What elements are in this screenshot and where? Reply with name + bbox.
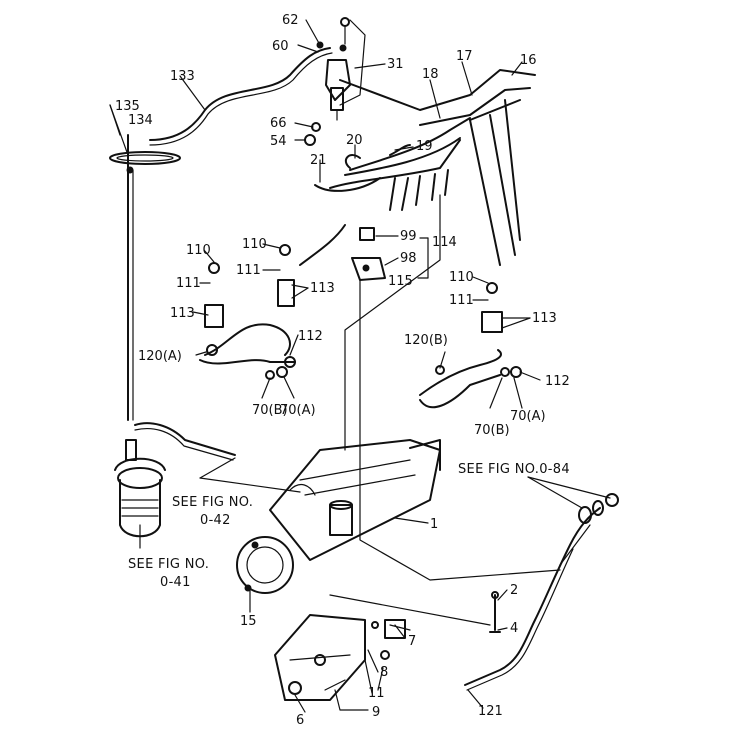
callout-121: 121 [478, 704, 503, 719]
callout-112-left: 112 [298, 329, 323, 344]
callout-70a-right: 70(A) [510, 409, 546, 424]
callout-2: 2 [510, 583, 518, 598]
fuel-return-pipe-133 [149, 47, 331, 141]
fuel-filter [114, 439, 166, 538]
callout-114: 114 [432, 235, 457, 250]
pump-bracket [274, 614, 406, 701]
callout-99: 99 [400, 229, 417, 244]
callout-20: 20 [346, 133, 363, 148]
callout-120b: 120(B) [404, 333, 448, 348]
callout-133: 133 [170, 69, 195, 84]
see-fig-0-42-line1: SEE FIG NO. [172, 495, 253, 510]
callout-98: 98 [400, 251, 417, 266]
callout-110-left: 110 [186, 243, 211, 258]
callout-31: 31 [387, 57, 404, 72]
injection-pump [269, 439, 441, 561]
see-fig-0-41-line2: 0-41 [160, 575, 191, 590]
bolt-2 [489, 591, 501, 633]
see-fig-0-41-line1: SEE FIG NO. [128, 557, 209, 572]
callout-120a: 120(A) [138, 349, 182, 364]
parts-linework [109, 17, 619, 701]
callout-8: 8 [380, 665, 388, 680]
see-fig-0-42-line2: 0-42 [200, 513, 231, 528]
filter-to-pump-pipe [134, 422, 236, 456]
callout-21: 21 [310, 153, 327, 168]
callout-17: 17 [456, 49, 473, 64]
callout-19: 19 [416, 139, 433, 154]
callout-111-mid: 111 [236, 263, 261, 278]
callout-112-right: 112 [545, 374, 570, 389]
callout-113-right: 113 [532, 311, 557, 326]
see-fig-0-84: SEE FIG NO.0-84 [458, 462, 570, 477]
part-callouts: 62 60 31 133 135 134 18 17 16 66 54 20 1… [115, 13, 570, 728]
callout-111-right: 111 [449, 293, 474, 308]
pump-gear-housing [236, 536, 294, 594]
callout-4: 4 [510, 621, 518, 636]
callout-9: 9 [372, 705, 380, 720]
callout-66: 66 [270, 116, 287, 131]
callout-15: 15 [240, 614, 257, 629]
bracket-120a [199, 244, 296, 380]
callout-11: 11 [368, 686, 385, 701]
callout-7: 7 [408, 634, 416, 649]
callout-70a-left: 70(A) [280, 403, 316, 418]
callout-62: 62 [282, 13, 299, 28]
callout-54: 54 [270, 134, 287, 149]
callout-6: 6 [296, 713, 304, 728]
callout-115: 115 [388, 274, 413, 289]
reference-notes: SEE FIG NO. 0-42 SEE FIG NO. 0-41 SEE FI… [128, 462, 570, 590]
callout-134: 134 [128, 113, 153, 128]
callout-18: 18 [422, 67, 439, 82]
callout-1: 1 [430, 517, 438, 532]
leader-lines [109, 19, 611, 713]
injection-pipe-bundle [314, 69, 536, 266]
callout-60: 60 [272, 39, 289, 54]
curved-pipe [299, 224, 346, 266]
callout-110-right: 110 [449, 270, 474, 285]
callout-70b-left: 70(B) [252, 403, 288, 418]
callout-110-mid: 110 [242, 237, 267, 252]
pipe-bracket-99-98 [351, 227, 386, 281]
fuel-pipe-121 [464, 507, 601, 686]
callout-113-mid: 113 [310, 281, 335, 296]
callout-135: 135 [115, 99, 140, 114]
callout-111-left: 111 [176, 276, 201, 291]
injector-assembly [304, 17, 366, 146]
callout-113-left: 113 [170, 306, 195, 321]
callout-16: 16 [520, 53, 537, 68]
pipe-clip-assembly [109, 134, 181, 176]
callout-70b-right: 70(B) [474, 423, 510, 438]
bracket-120b [419, 282, 522, 409]
banjo-fitting [578, 493, 619, 524]
